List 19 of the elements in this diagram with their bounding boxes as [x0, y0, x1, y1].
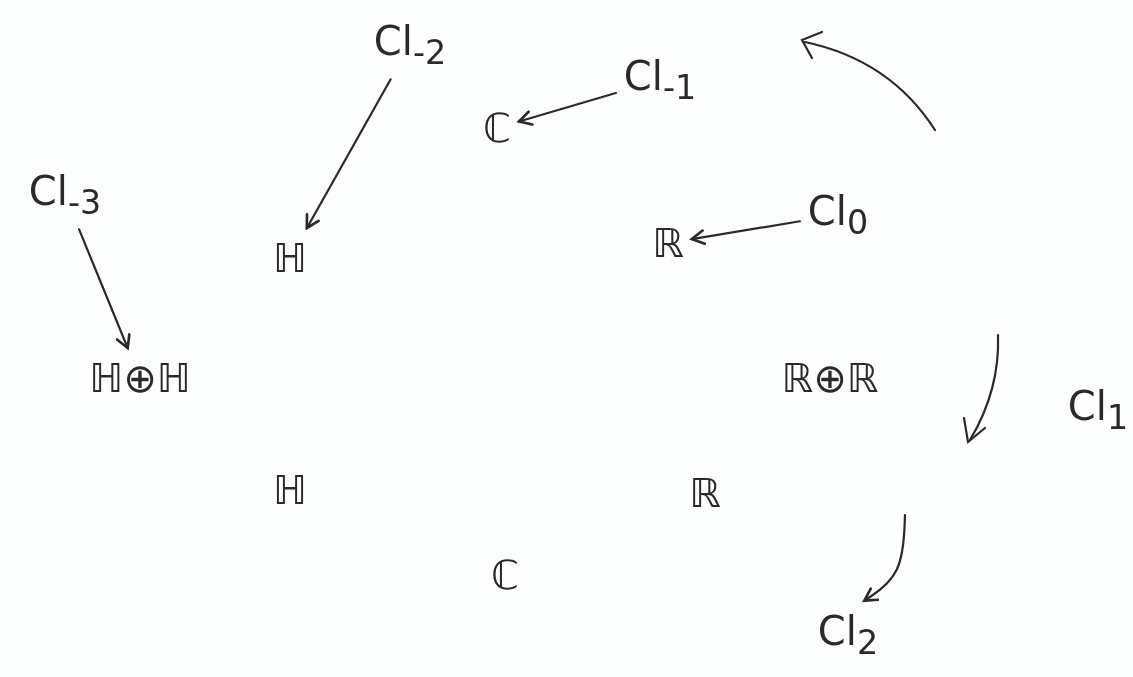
math-symbol: Cl$_{2}$	[817, 608, 879, 662]
math-symbol: Cl$_{0}$	[807, 188, 869, 242]
math-symbol: Cl$_{-3}$	[28, 168, 102, 222]
arrow	[77, 228, 131, 350]
arrow	[862, 513, 907, 602]
math-symbol: ℂ	[491, 553, 519, 597]
math-symbol: ℍ⊕ℍ	[89, 356, 191, 400]
math-symbol: Cl$_{-2}$	[373, 18, 447, 72]
math-symbol: ℂ	[483, 106, 511, 150]
arrow	[517, 91, 617, 126]
math-symbol: ℍ	[273, 468, 307, 512]
arrow	[690, 220, 801, 246]
math-symbol: Cl$_{1}$	[1067, 383, 1129, 437]
math-symbol: ℝ⊕ℝ	[781, 356, 879, 400]
arrow	[305, 78, 392, 230]
math-symbol: Cl$_{-1}$	[623, 53, 697, 107]
math-symbol: ℝ	[689, 471, 721, 515]
math-symbol: ℍ	[273, 236, 307, 280]
math-symbol: ℝ	[652, 221, 684, 265]
